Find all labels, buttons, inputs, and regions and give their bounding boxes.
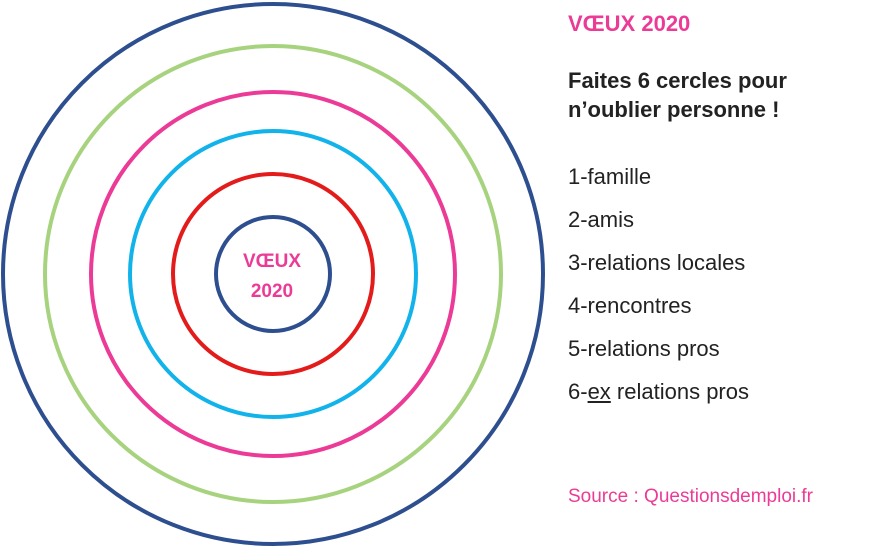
circle-list: 1-famille 2-amis 3-relations locales 4-r… — [568, 162, 749, 420]
list-item-suffix: relations pros — [610, 379, 749, 404]
panel-heading: VŒUX 2020 — [568, 11, 691, 36]
ring-4 — [89, 90, 457, 458]
list-item-prefix: 6- — [568, 379, 588, 404]
ring-3 — [128, 129, 418, 419]
center-label-year: 2020 — [250, 281, 294, 302]
list-item-relations-pros: 5-relations pros — [568, 336, 720, 361]
list-item-amis: 2-amis — [568, 207, 635, 232]
list-item-relations-locales: 3-relations locales — [568, 250, 746, 275]
ring-6 — [1, 2, 545, 546]
list-item-famille: 1-famille — [568, 164, 652, 189]
subheading-line-1: Faites 6 cercles pour — [568, 68, 787, 93]
panel-subheading: Faites 6 cercles pour n’oublier personne… — [568, 66, 787, 124]
concentric-circles-diagram — [1, 2, 545, 546]
list-item-rencontres: 4-rencontres — [568, 293, 692, 318]
text-panel: VŒUX 2020 Faites 6 cercles pour n’oublie… — [568, 0, 878, 548]
ring-2 — [171, 172, 375, 376]
list-item-ex-relations-pros: 6-ex relations pros — [568, 377, 749, 420]
center-label-title: VŒUX — [242, 251, 302, 272]
ring-5 — [43, 44, 503, 504]
source-credit: Source : Questionsdemploi.fr — [568, 486, 814, 507]
list-item-underlined-word: ex — [587, 379, 611, 404]
subheading-line-2: n’oublier personne ! — [568, 97, 780, 122]
ring-1 — [214, 215, 332, 333]
